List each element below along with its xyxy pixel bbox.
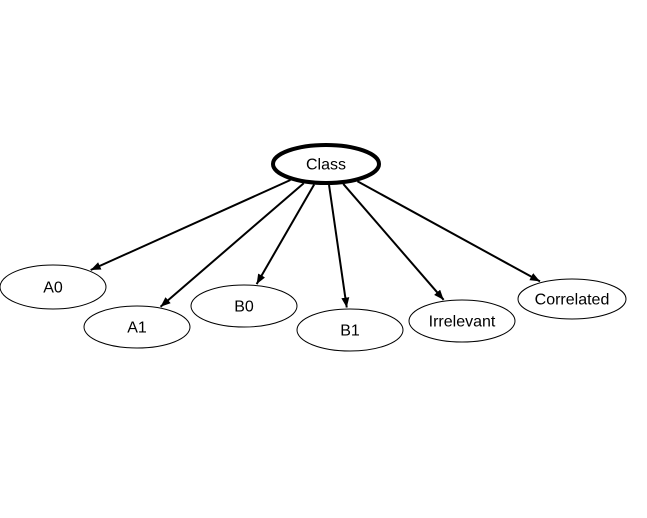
node-correlated: Correlated: [517, 278, 627, 320]
node-ellipse-irrelevant: [408, 299, 516, 343]
node-ellipse-class: [271, 143, 381, 185]
node-ellipse-a0: [0, 264, 107, 310]
node-irrelevant: Irrelevant: [408, 299, 516, 343]
edge-class-b0: [255, 184, 316, 285]
node-ellipse-correlated: [517, 278, 627, 320]
node-class: Class: [271, 143, 381, 185]
node-label-a1: A1: [127, 320, 147, 337]
node-label-irrelevant: Irrelevant: [429, 314, 496, 331]
node-b0: B0: [190, 284, 298, 328]
node-label-b1: B1: [340, 323, 360, 340]
node-ellipse-a1: [83, 305, 191, 349]
node-label-b0: B0: [234, 299, 254, 316]
edge-class-correlated: [356, 180, 541, 283]
node-label-correlated: Correlated: [535, 292, 610, 309]
node-ellipse-b0: [190, 284, 298, 328]
edge-class-irrelevant: [342, 183, 445, 301]
node-ellipse-b1: [296, 308, 404, 352]
node-a1: A1: [83, 305, 191, 349]
node-label-class: Class: [306, 157, 346, 174]
node-a0: A0: [0, 264, 107, 310]
edge-class-a0: [90, 179, 291, 271]
node-label-a0: A0: [43, 280, 63, 297]
edge-class-a1: [159, 182, 305, 308]
edge-class-b1: [328, 184, 350, 308]
node-b1: B1: [296, 308, 404, 352]
